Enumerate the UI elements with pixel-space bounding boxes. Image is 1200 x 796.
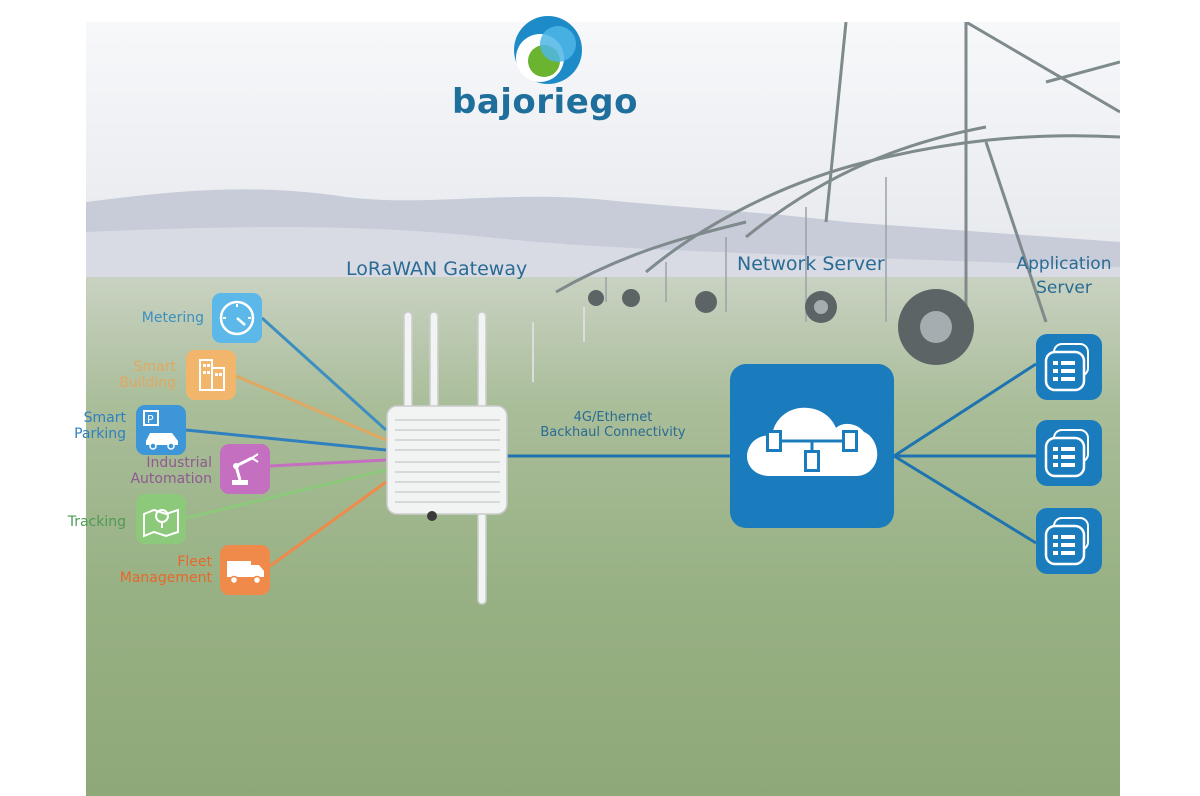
robot-arm-icon [220, 444, 270, 494]
application-tile-2 [1036, 420, 1102, 486]
label-metering: Metering [142, 310, 204, 326]
app-window-icon [1036, 508, 1102, 574]
truck-icon [220, 545, 270, 595]
title-network-server: Network Server [737, 253, 885, 275]
label-tracking: Tracking [68, 514, 126, 530]
network-server-box [730, 364, 894, 528]
building-icon [186, 350, 236, 400]
gauge-icon [212, 293, 262, 343]
application-tile-1 [1036, 334, 1102, 400]
cloud-network-icon [730, 364, 894, 528]
svg-text:P: P [147, 413, 154, 426]
parking-car-icon: P [136, 405, 186, 455]
title-lorawan-gateway: LoRaWAN Gateway [346, 258, 527, 280]
application-tile-3 [1036, 508, 1102, 574]
app-window-icon [1036, 420, 1102, 486]
map-pin-icon [136, 494, 186, 544]
app-window-icon [1036, 334, 1102, 400]
